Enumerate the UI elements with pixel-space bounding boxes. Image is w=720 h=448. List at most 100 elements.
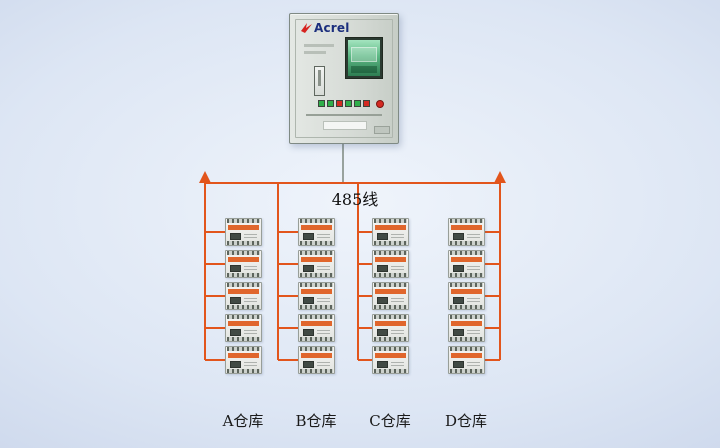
- meter-device: [298, 314, 335, 342]
- device-terminals-bottom: [227, 273, 260, 277]
- meter-device: [372, 314, 409, 342]
- device-terminals-bottom: [374, 273, 407, 277]
- device-display: [453, 329, 464, 336]
- door-slot: [306, 114, 382, 116]
- device-orange-band: [301, 321, 332, 326]
- meter-device: [298, 282, 335, 310]
- device-display: [377, 361, 388, 368]
- device-terminals-top: [450, 283, 483, 287]
- device-terminals-top: [374, 315, 407, 319]
- device-terminals-bottom: [450, 369, 483, 373]
- bus-arrow-left-icon: [199, 171, 211, 183]
- device-terminals-bottom: [227, 369, 260, 373]
- device-orange-band: [451, 321, 482, 326]
- device-orange-band: [228, 321, 259, 326]
- device-display: [303, 361, 314, 368]
- lcd-screen-content: [348, 40, 380, 76]
- device-terminals-top: [227, 251, 260, 255]
- meter-device: [372, 250, 409, 278]
- device-orange-band: [375, 257, 406, 262]
- cabinet-door: [295, 19, 393, 138]
- meter-device: [448, 282, 485, 310]
- device-terminals-top: [374, 251, 407, 255]
- device-orange-band: [375, 289, 406, 294]
- device-display: [230, 233, 241, 240]
- device-display: [377, 329, 388, 336]
- device-terminals-bottom: [227, 305, 260, 309]
- device-column-a: [225, 218, 262, 374]
- indicator-gauge: [314, 66, 325, 96]
- power-lamp: [376, 100, 384, 108]
- device-terminals-top: [450, 347, 483, 351]
- device-display: [453, 265, 464, 272]
- device-terminals-top: [300, 283, 333, 287]
- panel-button[interactable]: [363, 100, 370, 107]
- device-terminals-bottom: [300, 369, 333, 373]
- panel-button[interactable]: [318, 100, 325, 107]
- device-orange-band: [375, 321, 406, 326]
- panel-button[interactable]: [354, 100, 361, 107]
- bus-label: 485线: [331, 190, 379, 209]
- device-terminals-top: [374, 347, 407, 351]
- device-orange-band: [228, 257, 259, 262]
- device-terminals-bottom: [300, 305, 333, 309]
- device-display: [303, 329, 314, 336]
- meter-device: [448, 218, 485, 246]
- device-orange-band: [228, 225, 259, 230]
- warehouse-label-b: B仓库: [295, 412, 337, 430]
- device-display: [303, 297, 314, 304]
- nameplate: [323, 121, 367, 130]
- meter-device: [372, 218, 409, 246]
- meter-device: [372, 346, 409, 374]
- panel-button[interactable]: [345, 100, 352, 107]
- spec-tag: [374, 126, 390, 134]
- meter-device: [225, 314, 262, 342]
- device-terminals-bottom: [227, 241, 260, 245]
- device-terminals-top: [227, 283, 260, 287]
- device-display: [230, 361, 241, 368]
- device-display: [230, 329, 241, 336]
- device-orange-band: [301, 257, 332, 262]
- device-orange-band: [228, 353, 259, 358]
- device-terminals-bottom: [227, 337, 260, 341]
- device-terminals-top: [227, 347, 260, 351]
- meter-device: [448, 250, 485, 278]
- device-orange-band: [375, 225, 406, 230]
- device-column-d: [448, 218, 485, 374]
- bus-arrow-right-icon: [494, 171, 506, 183]
- device-terminals-bottom: [374, 337, 407, 341]
- device-display: [453, 361, 464, 368]
- cabinet-label-line: [304, 44, 334, 47]
- device-display: [230, 265, 241, 272]
- device-terminals-bottom: [300, 337, 333, 341]
- warehouse-label-a: A仓库: [222, 412, 264, 430]
- device-terminals-bottom: [450, 305, 483, 309]
- panel-button[interactable]: [327, 100, 334, 107]
- device-orange-band: [301, 353, 332, 358]
- device-terminals-bottom: [300, 273, 333, 277]
- device-terminals-top: [300, 315, 333, 319]
- cabinet-label-line: [304, 51, 326, 54]
- device-display: [377, 297, 388, 304]
- device-orange-band: [451, 289, 482, 294]
- device-terminals-top: [450, 219, 483, 223]
- device-orange-band: [451, 257, 482, 262]
- panel-button[interactable]: [336, 100, 343, 107]
- device-display: [453, 297, 464, 304]
- device-terminals-bottom: [374, 369, 407, 373]
- device-terminals-top: [374, 219, 407, 223]
- device-display: [377, 265, 388, 272]
- acrel-logo: Acrel: [301, 21, 350, 35]
- device-terminals-top: [300, 219, 333, 223]
- acrel-logo-text: Acrel: [314, 21, 350, 35]
- warehouse-label-d: D仓库: [444, 412, 488, 430]
- device-terminals-bottom: [374, 241, 407, 245]
- device-terminals-bottom: [374, 305, 407, 309]
- meter-device: [225, 218, 262, 246]
- meter-device: [225, 346, 262, 374]
- device-display: [303, 265, 314, 272]
- device-column-b: [298, 218, 335, 374]
- button-row: [318, 100, 370, 107]
